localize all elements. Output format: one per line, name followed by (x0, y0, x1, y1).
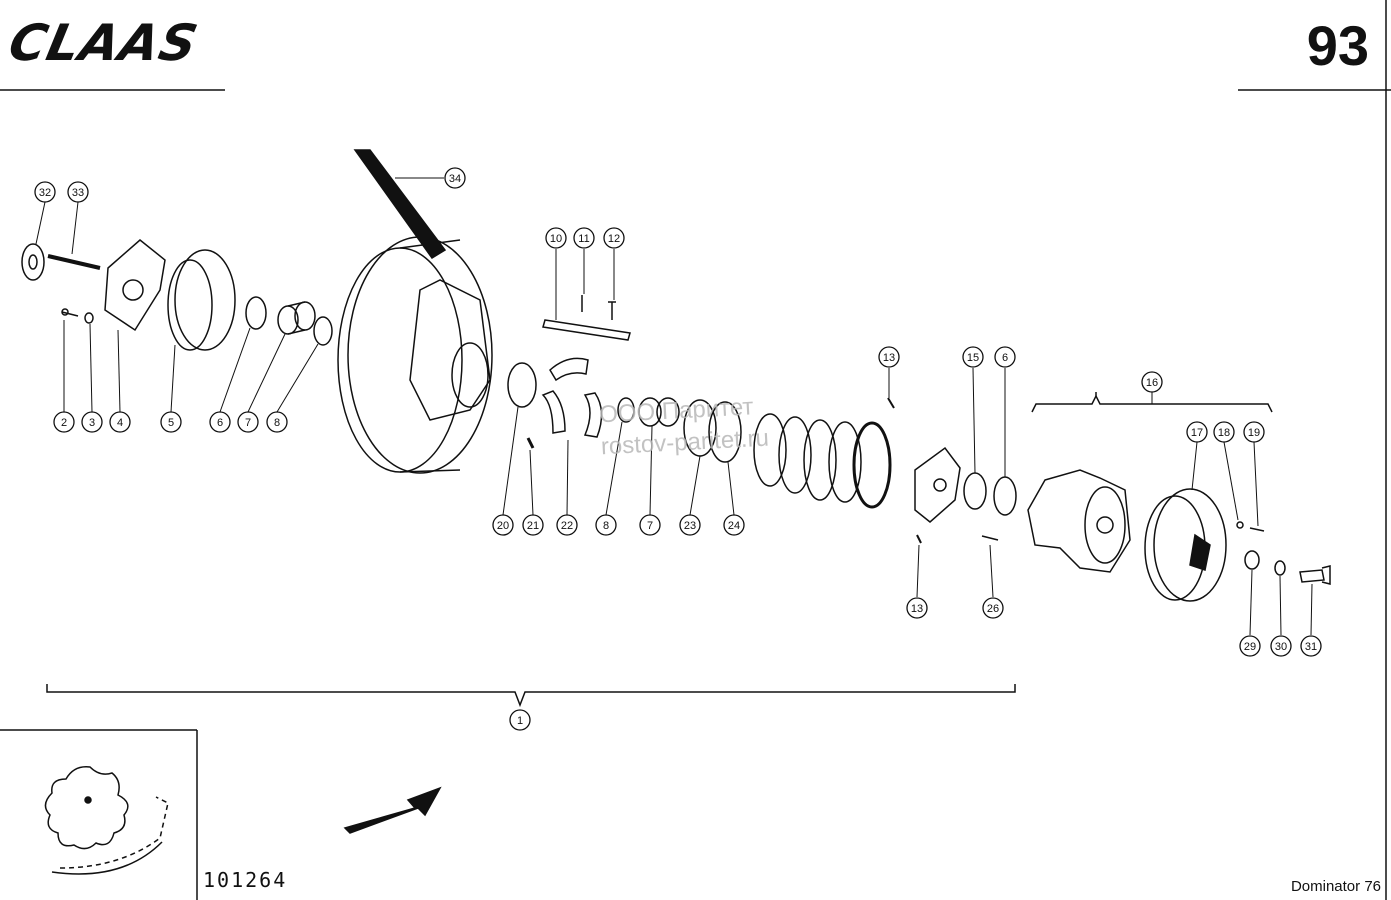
part-3-washer (84, 312, 94, 324)
model-name: Dominator 76 (1290, 878, 1381, 895)
callout-22: 22 (561, 520, 573, 532)
part-32-washer (21, 243, 45, 281)
callout-30: 30 (1275, 641, 1287, 653)
callout-8: 8 (274, 417, 280, 429)
callout-23: 23 (684, 520, 696, 532)
callout-32: 32 (39, 187, 51, 199)
part-26-bolt (981, 535, 999, 541)
callout-34: 34 (449, 173, 461, 185)
callout-7: 7 (245, 417, 251, 429)
part-22-shells (541, 357, 603, 438)
part-34-belt (353, 149, 447, 260)
part-15-ring (963, 472, 987, 510)
part-8-ring-b (617, 397, 635, 423)
callout-labels: 32 33 2 3 4 5 6 7 8 34 10 11 12 20 21 22… (39, 173, 1317, 727)
callout-13-top: 13 (883, 352, 895, 364)
callout-31: 31 (1305, 641, 1317, 653)
part-13-hub-plate (914, 446, 961, 523)
drawing-code: 101264 (203, 868, 288, 892)
callout-6: 6 (217, 417, 223, 429)
part-21-pin (526, 437, 535, 449)
part-33-pin (47, 254, 101, 270)
callout-2: 2 (61, 417, 67, 429)
part-7-bushing-b (638, 397, 680, 427)
part-17-drum (1144, 488, 1227, 602)
part-16-housing (1027, 469, 1131, 573)
callout-11: 11 (578, 233, 589, 245)
callout-16: 16 (1146, 377, 1158, 389)
callout-12: 12 (608, 233, 620, 245)
part-5-ring (167, 249, 236, 351)
main-pulley-drum (337, 236, 493, 474)
callout-4: 4 (117, 417, 123, 429)
part-30-washer (1274, 560, 1286, 576)
callout-6-b: 6 (1002, 352, 1008, 364)
part-10-rail (542, 319, 631, 341)
assembly-bracket-1 (46, 684, 1016, 708)
callout-8-b: 8 (603, 520, 609, 532)
callout-20: 20 (497, 520, 509, 532)
callout-10: 10 (550, 233, 562, 245)
part-12-bolt (608, 301, 616, 320)
callout-7-b: 7 (647, 520, 653, 532)
callout-1: 1 (517, 715, 523, 727)
part-6-ring-b (993, 476, 1017, 516)
callout-26: 26 (987, 603, 999, 615)
callout-19: 19 (1248, 427, 1260, 439)
callout-5: 5 (168, 417, 174, 429)
part-31-bolt (1299, 565, 1331, 585)
inset-rotor-icon (44, 766, 169, 875)
page-number: 93 (1306, 14, 1369, 77)
direction-arrow (343, 786, 442, 834)
part-18-washer (1236, 521, 1244, 529)
part-2-bolt (61, 308, 79, 317)
part-29-nut (1244, 550, 1260, 570)
part-6-ring (245, 296, 267, 330)
callout-13-bottom: 13 (911, 603, 923, 615)
callout-29: 29 (1244, 641, 1256, 653)
callout-17: 17 (1191, 427, 1203, 439)
watermark: ООО Паритет rostov-paritet.ru (598, 391, 770, 464)
part-24-spring (753, 413, 892, 509)
part-20-ring (507, 362, 537, 408)
callout-3: 3 (89, 417, 95, 429)
callout-18: 18 (1218, 427, 1230, 439)
part-4-plate (104, 239, 166, 332)
callout-24: 24 (728, 520, 740, 532)
callout-33: 33 (72, 187, 84, 199)
callout-15: 15 (967, 352, 979, 364)
part-8-ring (313, 316, 333, 346)
part-7-bushing (277, 301, 316, 335)
part-19-screw (1249, 527, 1265, 532)
callout-21: 21 (527, 520, 539, 532)
